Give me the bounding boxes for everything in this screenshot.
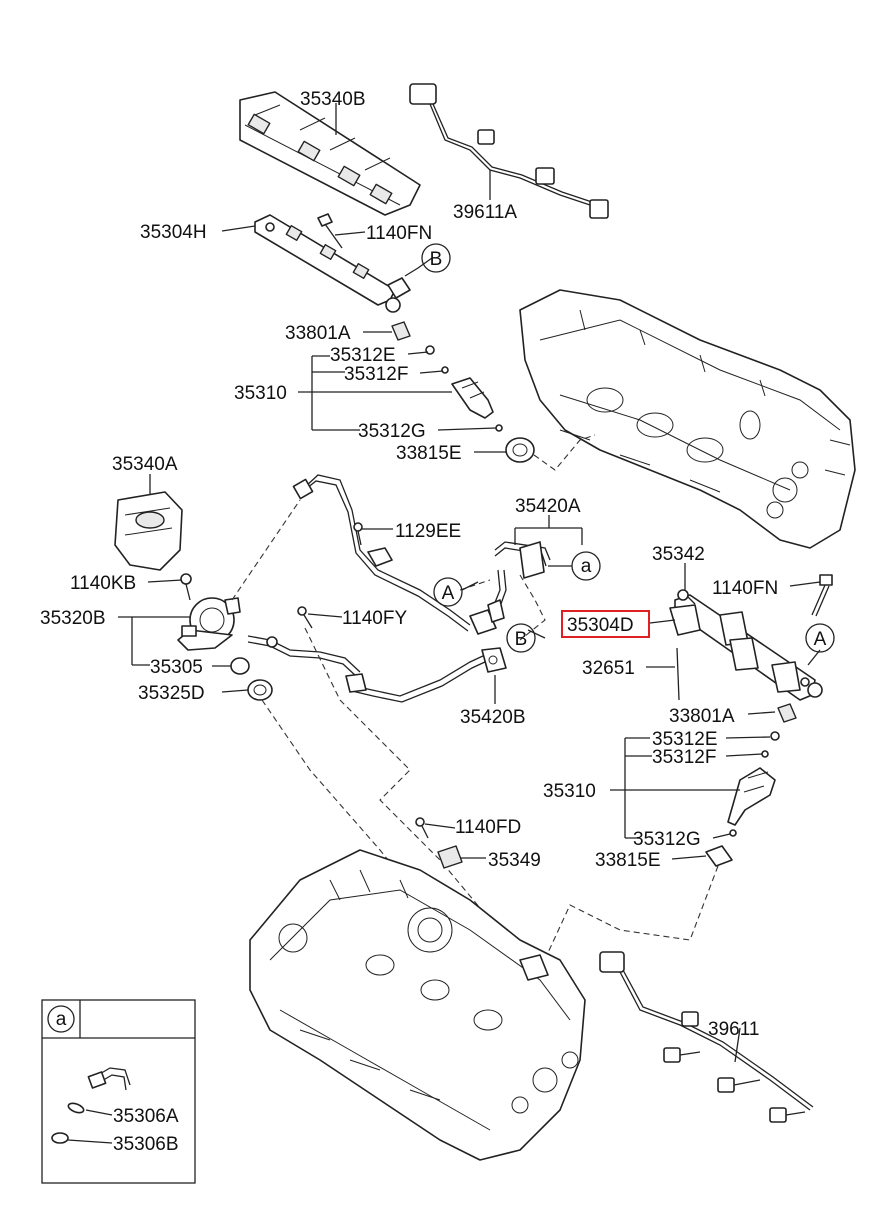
dashed-420a [519,574,546,641]
label-35310-right[interactable]: 35310 [543,781,596,802]
label-35304H[interactable]: 35304H [140,222,207,243]
fuel-rail-cover-35340B [239,91,421,216]
callout-a-inset-text: a [56,1009,67,1030]
bracket-35349 [437,845,463,869]
high-pressure-pump-35320B [177,597,241,651]
label-35349[interactable]: 35349 [488,850,541,871]
label-1140FD[interactable]: 1140FD [455,817,521,838]
seal-35312E-top [425,345,435,355]
fuel-rail-35304D [669,594,823,701]
label-39611A[interactable]: 39611A [453,202,517,223]
label-35310-top[interactable]: 35310 [234,383,287,404]
label-39611[interactable]: 39611 [708,1019,759,1040]
insulator-33815E-right [705,845,733,867]
label-35320B[interactable]: 35320B [40,608,106,629]
wiring-harness-39611A [409,83,609,219]
seal-35312E-right [770,731,780,741]
damper-35342 [677,589,696,605]
clip-33801A-right [777,703,797,723]
label-35325D[interactable]: 35325D [138,683,205,704]
fuel-pipe-35420A [487,541,551,623]
label-35420B[interactable]: 35420B [460,707,526,728]
label-35306B[interactable]: 35306B [113,1134,179,1155]
callout-A-right-text: A [814,629,827,650]
label-35312G-right[interactable]: 35312G [633,829,701,850]
label-35342[interactable]: 35342 [652,544,705,565]
bolt-1129EE [353,522,363,546]
label-35420A[interactable]: 35420A [515,496,581,517]
label-35312E-right[interactable]: 35312E [652,729,718,750]
seal-35312F-top [441,366,449,374]
fuel-rail-35304H [254,214,411,313]
inset-box-a [41,999,196,1184]
label-33801A-top[interactable]: 33801A [285,323,351,344]
label-33801A-right[interactable]: 33801A [669,706,735,727]
injector-35310-right [727,767,776,826]
callout-A-left: A [433,577,463,607]
label-35340A[interactable]: 35340A [112,454,178,475]
label-1140FY[interactable]: 1140FY [342,608,407,629]
bolt-1140FD [415,817,429,839]
seal-35312F-right [761,750,769,758]
label-32651[interactable]: 32651 [582,658,635,679]
callout-B-top-text: B [430,249,443,270]
label-35312F-top[interactable]: 35312F [344,364,408,385]
label-1129EE[interactable]: 1129EE [395,521,461,542]
label-35340B[interactable]: 35340B [300,89,366,110]
part-labels: 35340B 39611A 35304H 1140FN 33801A 35312… [40,89,778,1155]
bolt-1140FY [297,606,313,629]
callout-A-right: A [805,623,835,653]
seal-35312G-right [729,829,737,837]
bolt-1140KB [180,573,192,601]
callout-a-inset: a [47,1005,75,1033]
seal-35312G-top [495,424,503,432]
label-35304D[interactable]: 35304D [567,615,634,636]
callout-B-mid-text: B [515,629,528,650]
cover-35340A [114,491,183,571]
label-33815E-top[interactable]: 33815E [396,443,462,464]
injector-35310-top [451,377,494,419]
callout-A-left-text: A [442,583,455,604]
insulator-33815E-top [505,437,535,463]
label-1140KB[interactable]: 1140KB [70,573,136,594]
bolt-1140FN-top [317,213,343,249]
label-35312F-right[interactable]: 35312F [652,747,716,768]
callout-B-mid: B [506,623,536,653]
lower-cylinder-head [249,849,586,1161]
cylinder-head-upper [519,289,856,549]
label-35312E-top[interactable]: 35312E [330,345,396,366]
leader-33815E-to-head [533,434,596,471]
label-1140FN-top[interactable]: 1140FN [366,223,432,244]
label-33815E-right[interactable]: 33815E [595,850,661,871]
feed-hose-to-pump [247,635,361,677]
label-35306A[interactable]: 35306A [113,1106,179,1127]
dashed-pump-to-pipe [231,499,301,601]
seal-35325D [247,679,273,701]
bolt-1140FN-right [811,574,833,617]
callout-a-hose: a [571,551,601,581]
callout-B-top: B [421,243,451,273]
o-ring-35305 [230,657,250,675]
clip-33801A-top [391,321,411,341]
callout-a-hose-text: a [581,556,592,577]
dashed-33815E-right [539,865,719,971]
wiring-harness-39611 [599,951,814,1123]
label-35312G-top[interactable]: 35312G [358,421,426,442]
leader-lines [118,103,821,1063]
label-1140FN-right[interactable]: 1140FN [712,578,778,599]
highlight-35304D [561,610,650,638]
pin-32651 [676,647,680,701]
label-35305[interactable]: 35305 [150,657,203,678]
fuel-pipe-35420B [345,647,507,703]
